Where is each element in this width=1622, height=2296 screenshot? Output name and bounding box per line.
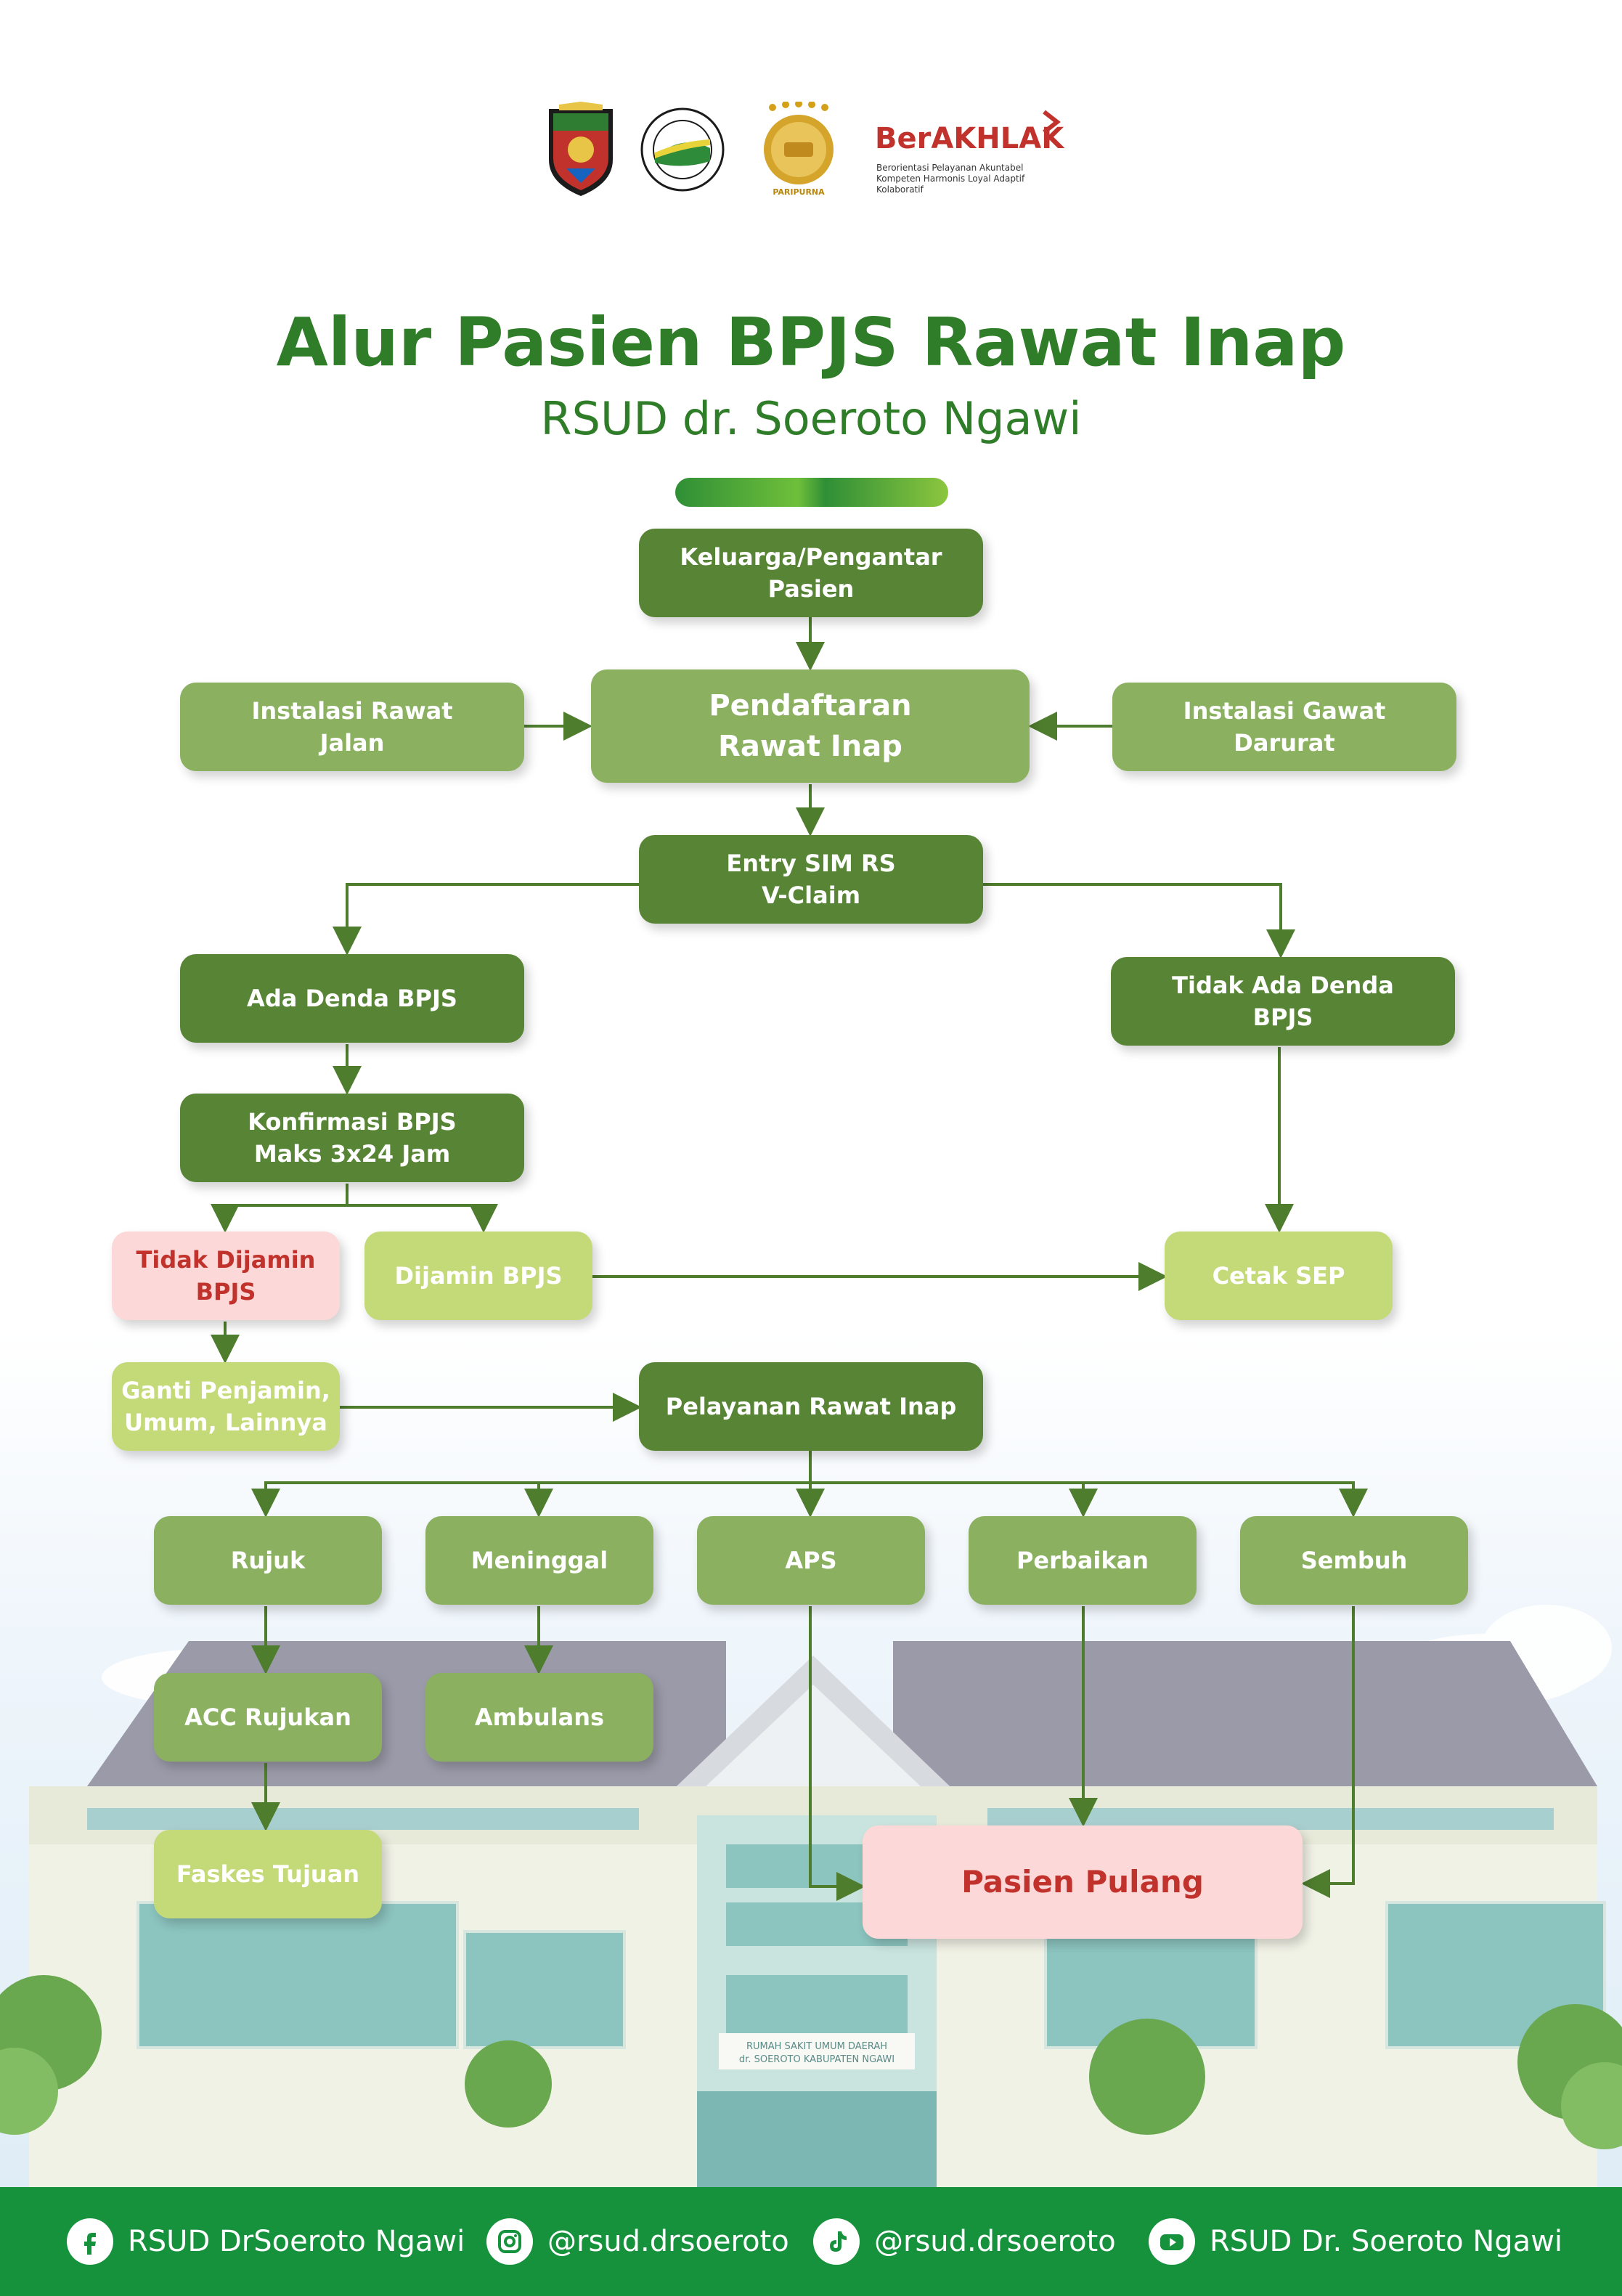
- tiktok-link[interactable]: @rsud.drsoeroto: [813, 2187, 1116, 2296]
- node-pendaftaran-rawat-inap: Pendaftaran Rawat Inap: [591, 669, 1030, 783]
- arrow-entry-tidak-denda: [983, 883, 1295, 958]
- node-ada-denda-bpjs: Ada Denda BPJS: [180, 954, 524, 1043]
- facebook-icon: [67, 2218, 113, 2265]
- page-title: Alur Pasien BPJS Rawat Inap: [276, 304, 1346, 381]
- node-konfirmasi-bpjs: Konfirmasi BPJS Maks 3x24 Jam: [180, 1094, 524, 1182]
- node-perbaikan: Perbaikan: [969, 1516, 1197, 1605]
- youtube-link[interactable]: RSUD Dr. Soeroto Ngawi: [1149, 2187, 1562, 2296]
- berakhlak-logo-icon: BerAKHLAK: [875, 122, 1064, 155]
- node-rujuk: Rujuk: [154, 1516, 382, 1605]
- instagram-icon: [486, 2218, 533, 2265]
- footer-social-bar: RSUD DrSoeroto Ngawi @rsud.drsoeroto @rs…: [0, 2187, 1622, 2296]
- tiktok-icon: [813, 2218, 860, 2265]
- ngawi-regency-crest-icon: [549, 102, 613, 196]
- node-aps: APS: [697, 1516, 925, 1605]
- paripurna-accreditation-badge-icon: [764, 102, 834, 184]
- node-entry-sim-rs: Entry SIM RS V-Claim: [639, 835, 983, 924]
- arrow-pelayanan-perbaikan: [810, 1481, 1098, 1518]
- arrow-konfirmasi-dijamin: [347, 1204, 498, 1233]
- facebook-label: RSUD DrSoeroto Ngawi: [128, 2225, 465, 2258]
- node-faskes-tujuan: Faskes Tujuan: [154, 1830, 382, 1918]
- building-sign-line1: RUMAH SAKIT UMUM DAERAH: [746, 2041, 887, 2052]
- node-meninggal: Meninggal: [425, 1516, 653, 1605]
- node-pasien-pulang: Pasien Pulang: [863, 1825, 1303, 1939]
- tiktok-label: @rsud.drsoeroto: [874, 2225, 1116, 2258]
- youtube-icon: [1149, 2218, 1195, 2265]
- arrow-sembuh-pulang: [1301, 1606, 1355, 1898]
- node-sembuh: Sembuh: [1240, 1516, 1468, 1605]
- rsud-soeroto-logo-icon: [640, 107, 725, 192]
- logo-row: PARIPURNA BerAKHLAK Berorientasi Pelayan…: [537, 102, 1089, 211]
- berakhlak-tagline: Berorientasi Pelayanan Akuntabel Kompete…: [876, 163, 1025, 195]
- node-pelayanan-rawat-inap: Pelayanan Rawat Inap: [639, 1362, 983, 1451]
- node-ambulans: Ambulans: [425, 1673, 653, 1762]
- instagram-label: @rsud.drsoeroto: [547, 2225, 789, 2258]
- node-instalasi-gawat-darurat: Instalasi Gawat Darurat: [1112, 683, 1456, 771]
- instagram-link[interactable]: @rsud.drsoeroto: [486, 2187, 789, 2296]
- node-tidak-ada-denda-bpjs: Tidak Ada Denda BPJS: [1111, 957, 1455, 1046]
- facebook-link[interactable]: RSUD DrSoeroto Ngawi: [67, 2187, 465, 2296]
- node-acc-rujukan: ACC Rujukan: [154, 1673, 382, 1762]
- page-subtitle: RSUD dr. Soeroto Ngawi: [540, 392, 1082, 445]
- chevron-right-icon: [1043, 110, 1061, 134]
- title-accent-bar: [675, 478, 948, 507]
- node-cetak-sep: Cetak SEP: [1165, 1232, 1393, 1320]
- arrow-aps-pulang: [809, 1606, 865, 1901]
- arrow-entry-ada-denda: [333, 883, 639, 956]
- node-ganti-penjamin: Ganti Penjamin, Umum, Lainnya: [112, 1362, 340, 1451]
- hospital-building-illustration: RUMAH SAKIT UMUM DAERAH dr. SOEROTO KABU…: [0, 1605, 1622, 2193]
- youtube-label: RSUD Dr. Soeroto Ngawi: [1210, 2225, 1563, 2258]
- paripurna-label: PARIPURNA: [773, 187, 825, 197]
- node-dijamin-bpjs: Dijamin BPJS: [364, 1232, 592, 1320]
- node-tidak-dijamin-bpjs: Tidak Dijamin BPJS: [112, 1232, 340, 1320]
- node-keluarga-pengantar: Keluarga/Pengantar Pasien: [639, 529, 983, 617]
- arrow-pelayanan-sembuh: [1083, 1481, 1368, 1518]
- node-instalasi-rawat-jalan: Instalasi Rawat Jalan: [180, 683, 524, 771]
- building-sign-line2: dr. SOEROTO KABUPATEN NGAWI: [739, 2054, 894, 2065]
- arrow-konfirmasi-tidak-dijamin: [211, 1184, 349, 1233]
